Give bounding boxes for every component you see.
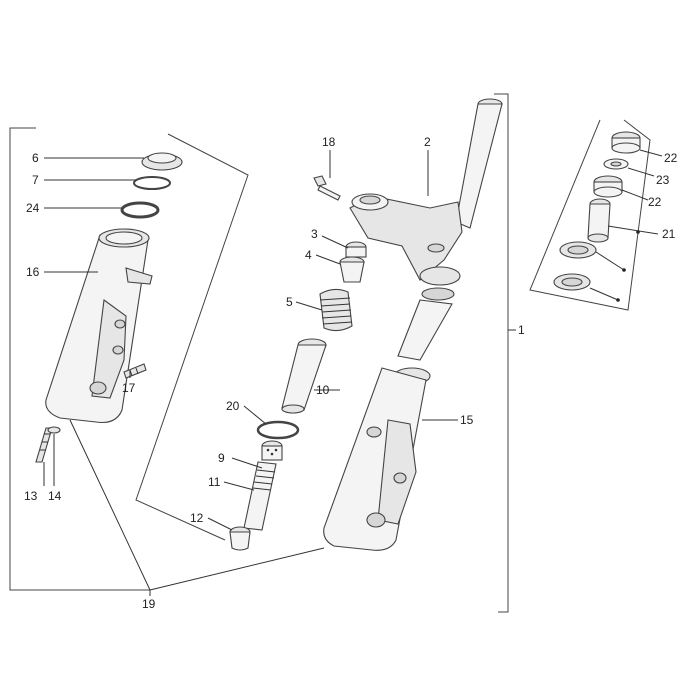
- ring-20: [256, 420, 300, 440]
- group-frame-inner: [135, 133, 249, 541]
- callout-10: 10: [316, 383, 330, 397]
- bearing-lower: [553, 273, 591, 291]
- washer-14: [47, 426, 61, 434]
- nut-22-top: [611, 131, 641, 154]
- callout-14: 14: [48, 489, 62, 503]
- callout-24: 24: [26, 201, 40, 215]
- washer-23: [603, 158, 629, 170]
- cup-12: [229, 526, 251, 551]
- fork-leg-left: [45, 228, 153, 424]
- callout-2: 2: [424, 135, 431, 149]
- callout-labels: 1 2 3 4 5 6 7 9 10 11 12 13 14 15 16 17 …: [24, 135, 678, 611]
- nut-4: [339, 256, 365, 283]
- tube-10: [281, 338, 327, 414]
- callout-4: 4: [305, 248, 312, 262]
- valve-9: [261, 440, 283, 461]
- spring-5: [319, 288, 353, 332]
- callout-13: 13: [24, 489, 38, 503]
- group-frame-21: [529, 119, 651, 311]
- bearing-upper: [559, 241, 597, 259]
- callout-19: 19: [142, 597, 156, 611]
- nut-22-lower: [593, 175, 623, 198]
- bushing-21: [587, 198, 611, 243]
- callout-21: 21: [662, 227, 676, 241]
- callout-22-lower: 22: [648, 195, 662, 209]
- callout-18: 18: [322, 135, 336, 149]
- group-frame-1: [494, 93, 516, 613]
- callout-15: 15: [460, 413, 474, 427]
- callout-17: 17: [122, 381, 136, 395]
- callout-7: 7: [32, 173, 39, 187]
- callout-23: 23: [656, 173, 670, 187]
- callout-1: 1: [518, 323, 525, 337]
- rod-11: [243, 461, 277, 531]
- callout-11: 11: [208, 475, 221, 489]
- callout-12: 12: [190, 511, 204, 525]
- fork-leg-right-15: [323, 299, 453, 551]
- callout-9: 9: [218, 451, 225, 465]
- screw-13: [35, 427, 53, 463]
- callout-3: 3: [311, 227, 318, 241]
- callout-22-top: 22: [664, 151, 678, 165]
- callout-16: 16: [26, 265, 40, 279]
- washer-24: [120, 201, 160, 219]
- seal-6: [141, 152, 183, 171]
- callout-20: 20: [226, 399, 240, 413]
- leader-lines: [43, 149, 663, 591]
- bolt-18: [313, 175, 341, 201]
- callout-5: 5: [286, 295, 293, 309]
- steering-stem-2: [349, 98, 503, 301]
- ring-7: [133, 176, 171, 190]
- group-frame-19: [9, 127, 151, 596]
- callout-6: 6: [32, 151, 39, 165]
- cap-3: [345, 241, 367, 258]
